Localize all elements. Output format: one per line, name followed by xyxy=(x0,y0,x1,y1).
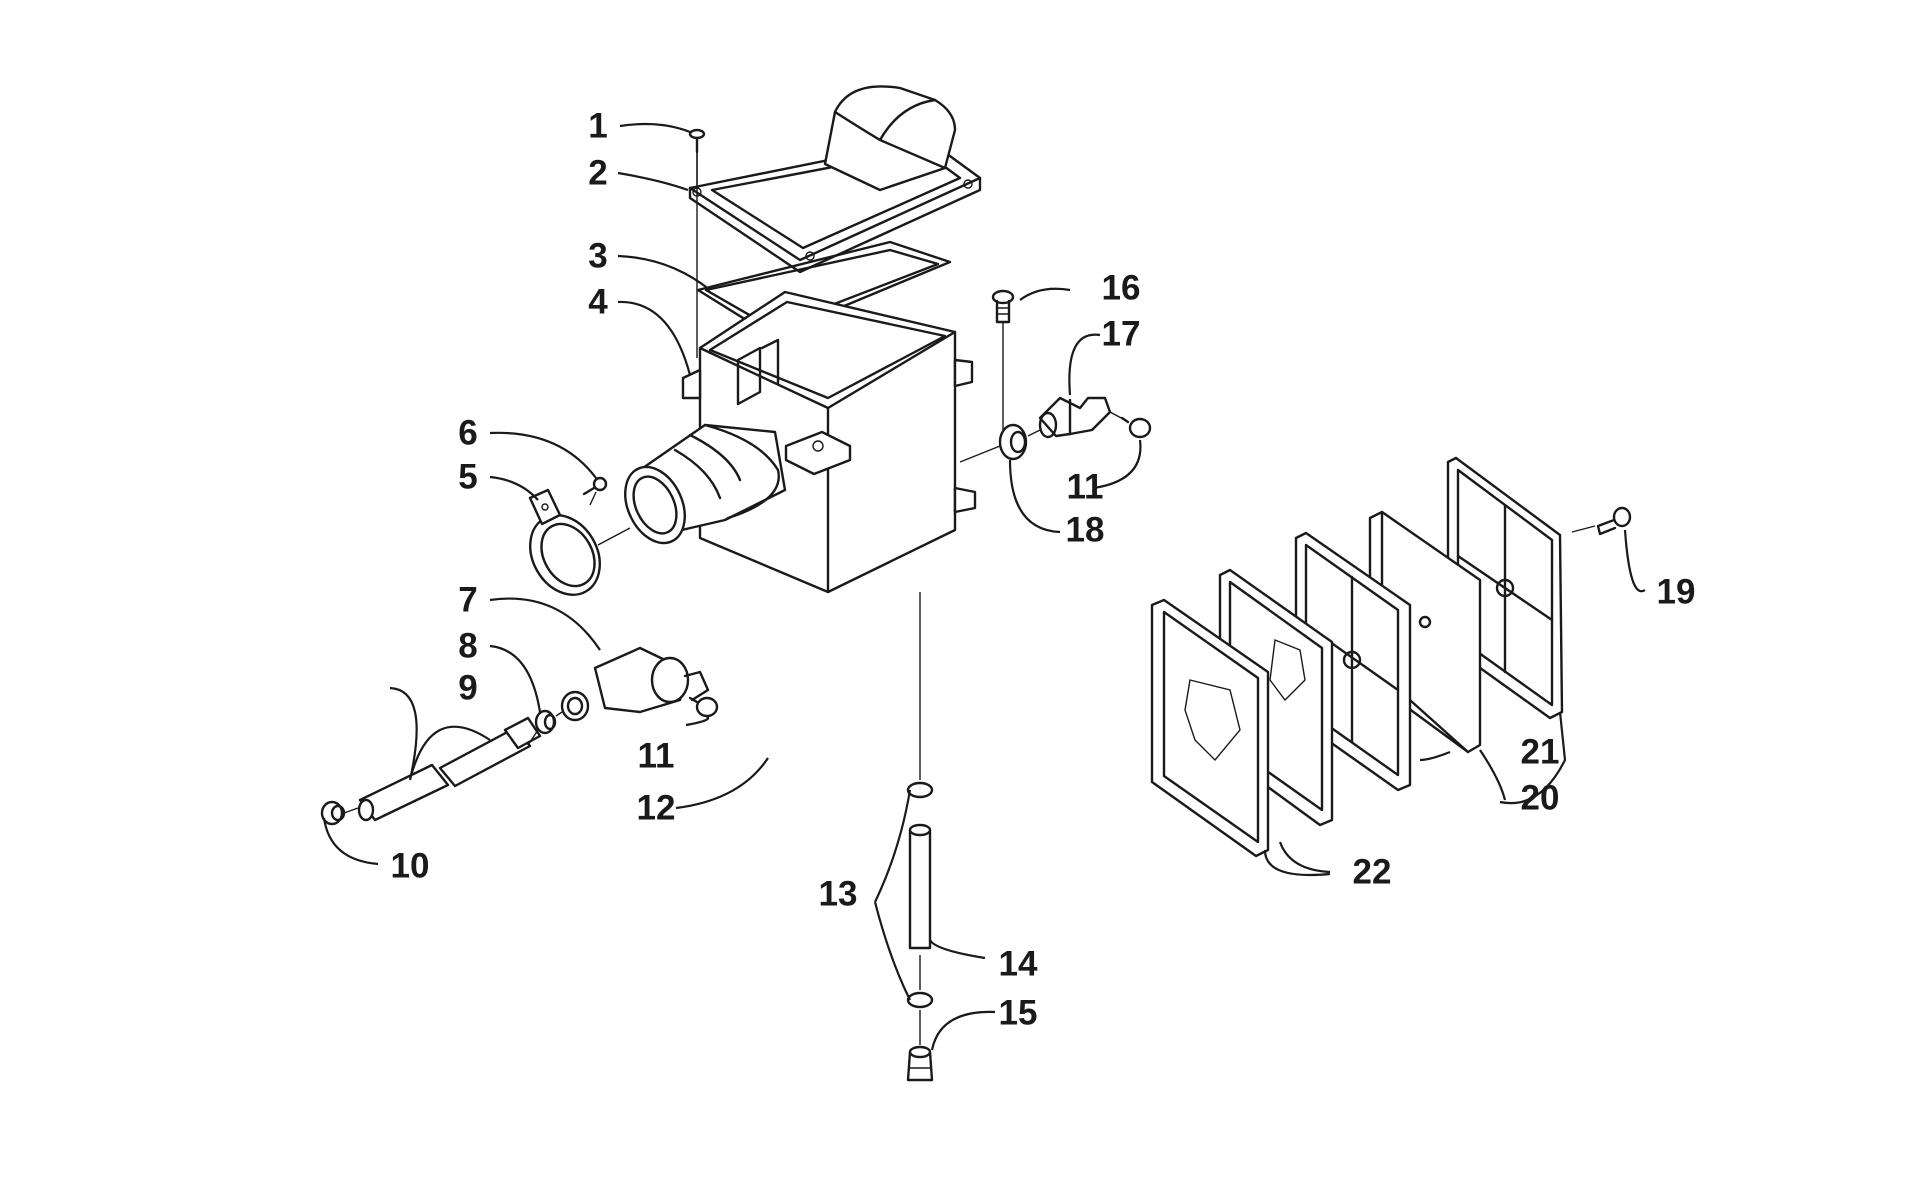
part-filter-stack xyxy=(1150,456,1564,858)
callout-11-bottom: 11 xyxy=(638,737,675,776)
part-breather-7 xyxy=(560,646,710,722)
callout-3: 3 xyxy=(588,237,607,276)
callouts: 1 2 3 4 6 5 7 8 9 10 11 12 13 14 15 16 1… xyxy=(391,107,1696,1033)
callout-13: 13 xyxy=(819,875,858,914)
callout-12: 12 xyxy=(637,789,676,828)
callout-21: 21 xyxy=(1521,733,1560,772)
part-bolt-16 xyxy=(991,289,1015,324)
part-grommet-18 xyxy=(998,423,1028,461)
callout-11-top: 11 xyxy=(1067,468,1104,507)
part-clamp-8 xyxy=(534,709,557,735)
part-screw-6 xyxy=(582,476,608,496)
callout-15: 15 xyxy=(999,994,1038,1033)
leader-lines xyxy=(322,122,1646,1051)
callout-18: 18 xyxy=(1066,511,1105,550)
part-cover xyxy=(688,85,982,274)
part-air-box xyxy=(681,290,977,594)
part-hose-12 xyxy=(727,447,1209,740)
callout-16: 16 xyxy=(1102,269,1141,308)
callout-1: 1 xyxy=(588,107,607,146)
callout-7: 7 xyxy=(458,581,477,620)
callout-22: 22 xyxy=(1353,853,1392,892)
callout-19: 19 xyxy=(1657,573,1696,612)
callout-2: 2 xyxy=(588,154,607,193)
callout-8: 8 xyxy=(458,627,477,666)
callout-14: 14 xyxy=(999,945,1038,984)
callout-9: 9 xyxy=(458,669,477,708)
callout-17: 17 xyxy=(1102,315,1141,354)
callout-10: 10 xyxy=(391,847,430,886)
callout-5: 5 xyxy=(458,458,477,497)
part-drain-assembly xyxy=(906,781,934,1082)
part-fitting-17 xyxy=(1038,396,1112,439)
part-clamp xyxy=(528,488,601,596)
part-clamp-11-bottom xyxy=(688,696,719,718)
callout-20: 20 xyxy=(1521,779,1560,818)
part-screw-19 xyxy=(1596,506,1632,536)
callout-6: 6 xyxy=(458,414,477,453)
alignment-lines xyxy=(343,152,1596,1045)
part-intake-boot xyxy=(624,423,787,545)
part-clamp-11-top xyxy=(1120,416,1152,439)
part-tube-9 xyxy=(357,716,542,822)
callout-4: 4 xyxy=(588,283,608,322)
